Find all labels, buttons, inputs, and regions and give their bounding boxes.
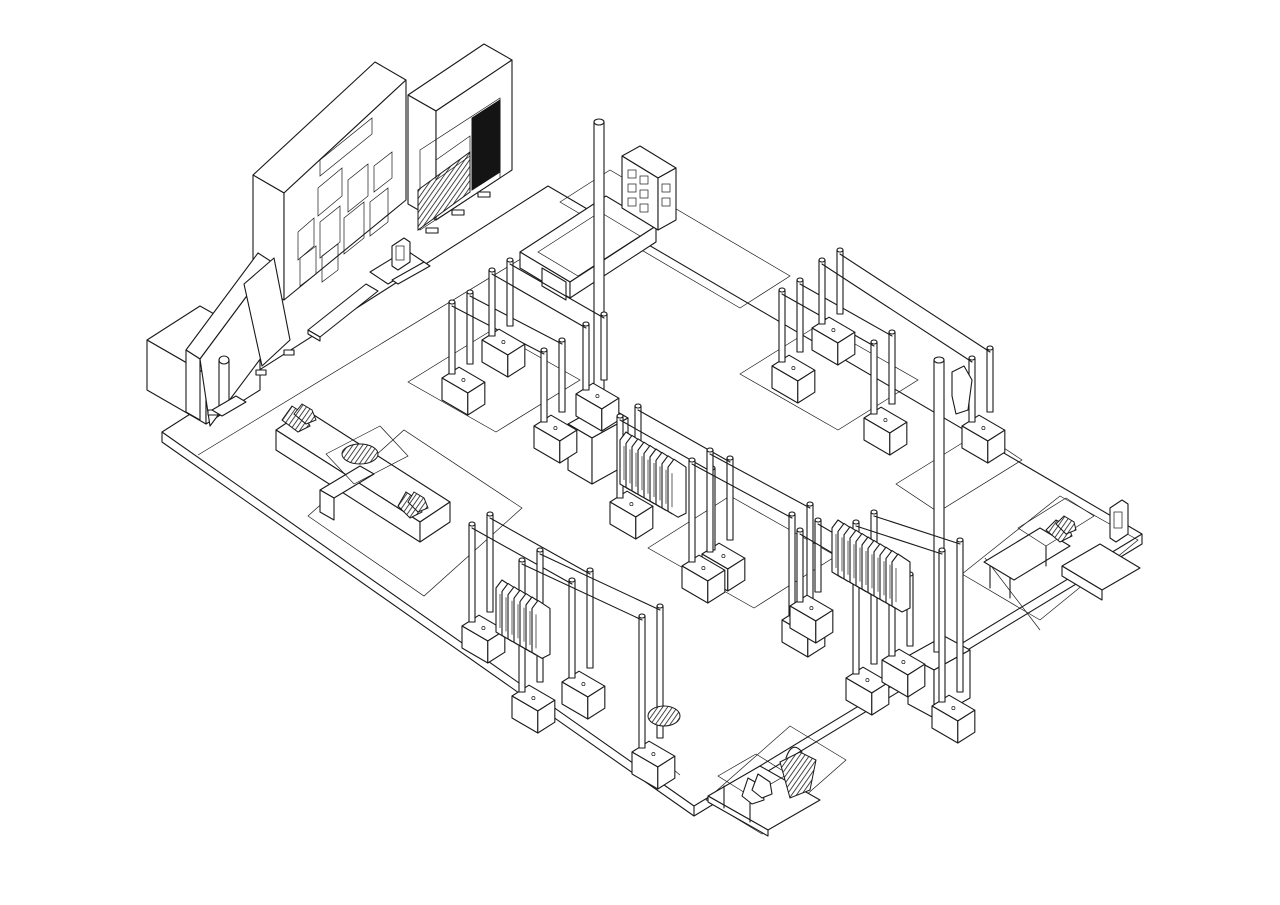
sneaker-pair-icon [1045, 515, 1077, 543]
black-textile-icon [471, 99, 501, 191]
clothing-rail-icon [521, 563, 643, 621]
rack-g [461, 511, 606, 720]
hanging-garments-icon [831, 519, 911, 613]
clothing-rail-icon [855, 525, 943, 555]
rack-b [481, 257, 620, 432]
clothing-rail-icon [491, 273, 587, 329]
clothing-rail-icon [691, 463, 793, 519]
shelf-cubbies [627, 169, 671, 213]
hanging-garments-icon [619, 431, 687, 518]
clothing-racks [441, 247, 1006, 790]
hanging-garments-icon [495, 579, 551, 659]
low-bench [307, 283, 379, 342]
hanging-garments-icon [951, 365, 973, 415]
rack-d [811, 247, 1006, 464]
rack-c [771, 277, 908, 456]
left-display-table [275, 403, 451, 543]
leaning-panels [185, 252, 295, 427]
mesh-bag-icon [341, 443, 379, 465]
rear-wall-displays [146, 43, 513, 427]
small-stand [369, 237, 431, 285]
floor-lamp-icon [211, 355, 247, 417]
rack-a [441, 289, 578, 464]
sneaker-pair-icon [741, 773, 773, 805]
mesh-bag-icon [647, 705, 681, 727]
woven-textile-icon [417, 151, 471, 231]
clothing-rail-icon [821, 263, 973, 363]
cash-counter-area [519, 145, 791, 309]
right-display-tables [983, 497, 1141, 601]
front-display-table [707, 746, 821, 837]
clothing-rail-icon [471, 527, 573, 585]
mesh-bag-icon [779, 746, 817, 799]
clothing-rail-icon [619, 419, 713, 473]
sneaker-pair-icon [281, 403, 317, 433]
sneaker-pair-icon [397, 491, 429, 519]
textile-display-wall [407, 43, 513, 234]
